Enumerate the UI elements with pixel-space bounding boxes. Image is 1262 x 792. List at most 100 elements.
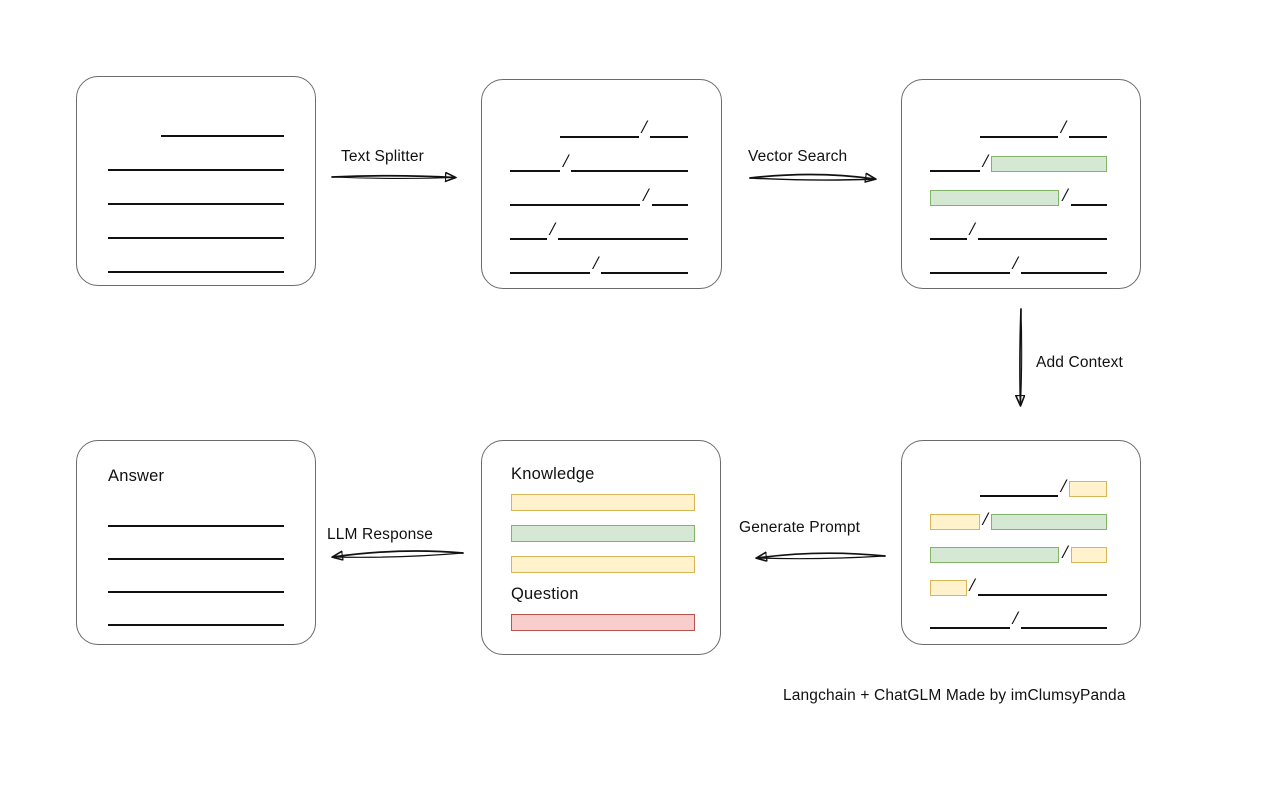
line-indent [108,129,161,130]
text-rule-segment [651,204,689,206]
node-matched-chunks[interactable]: / / / / / [901,79,1141,289]
text-rule-segment [108,203,284,205]
chunk-separator-slash: / [982,509,989,530]
text-line-row: / [510,117,693,140]
chunk-separator-slash: / [1012,253,1018,274]
highlighted-chunk-green [991,156,1108,172]
arrow-label-generate-prompt: Generate Prompt [739,519,861,536]
text-line-row: / [510,219,693,242]
text-line-row: / [930,509,1112,532]
text-rule-segment [108,558,284,560]
text-rule-segment [510,238,547,240]
arrow-label-vector-search: Vector Search [748,148,848,165]
text-rule-segment [930,238,967,240]
text-line-row: / [930,117,1112,140]
text-rule-segment [510,204,641,206]
text-rule-segment [571,170,689,172]
highlighted-chunk-green [930,190,1060,206]
prompt-knowledge-bar-3 [511,556,695,573]
text-rule-segment [560,136,639,138]
text-rule-segment [979,495,1058,497]
chunk-separator-slash: / [563,151,569,172]
text-rule-segment [977,594,1108,596]
chunk-separator-slash: / [969,219,975,240]
highlighted-chunk-green [991,514,1108,530]
arrow-llm-response [333,550,464,557]
text-rule-segment [558,238,689,240]
text-line-row: / [930,608,1112,631]
chunk-separator-slash: / [593,253,599,274]
node-answer[interactable]: Answer [76,440,316,645]
text-rule-segment [108,271,284,273]
text-line-row [108,119,284,139]
split-chunks-lines: / / / / / [482,80,721,288]
node-source-document[interactable] [76,76,316,286]
text-line-row: / [930,219,1112,242]
text-rule-segment [930,170,980,172]
chunk-separator-slash: / [549,219,556,240]
text-line-row: / [510,185,693,208]
chunk-separator-slash: / [1060,117,1067,138]
text-rule-segment [510,272,591,274]
text-line-row: / [930,476,1112,499]
prompt-knowledge-bar-1 [511,494,695,511]
prompt-knowledge-label: Knowledge [511,465,595,483]
text-rule-segment [930,272,1010,274]
chunk-separator-slash: / [1062,542,1068,563]
text-line-row [108,509,284,529]
text-line-row: / [930,575,1112,598]
context-chunks-lines: / / / / / [902,441,1140,644]
chunk-separator-slash: / [1062,185,1068,206]
text-rule-segment [108,237,284,239]
text-rule-segment [930,627,1010,629]
line-indent [930,130,980,131]
chunk-separator-slash: / [1060,476,1067,497]
arrow-text-splitter [331,176,455,179]
chunk-separator-slash: / [1012,608,1018,629]
text-rule-segment [601,272,689,274]
text-rule-segment [108,624,284,626]
source-document-lines [77,77,315,285]
text-line-row [108,221,284,241]
prompt-question-bar-1 [511,614,695,631]
text-line-row: / [510,151,693,174]
text-rule-segment [1069,136,1108,138]
highlighted-chunk-yellow [930,580,967,596]
arrow-vector-search [749,174,875,180]
text-rule-segment [510,170,561,172]
highlighted-chunk-yellow [930,514,980,530]
text-line-row: / [930,253,1112,276]
chunk-separator-slash: / [641,117,647,138]
chunk-separator-slash: / [969,575,975,596]
prompt-knowledge-bar-2 [511,525,695,542]
highlighted-chunk-green [930,547,1060,563]
node-context-chunks[interactable]: / / / / / [901,440,1141,645]
chunk-separator-slash: / [643,185,649,206]
text-rule-segment [108,169,284,171]
text-line-row [108,153,284,173]
text-line-row: / [930,152,1112,174]
text-rule-segment [1020,627,1108,629]
text-rule-segment [160,135,284,137]
text-line-row [108,542,284,562]
text-rule-segment [1070,204,1108,206]
text-line-row [108,187,284,207]
text-rule-segment [977,238,1108,240]
text-line-row [108,575,284,595]
answer-lines [77,441,315,644]
text-line-row: / [930,542,1112,565]
line-indent [930,489,980,490]
highlighted-chunk-yellow [1070,547,1108,563]
node-split-chunks[interactable]: / / / / / [481,79,722,289]
arrow-label-add-context: Add Context [1036,354,1123,371]
text-rule-segment [649,136,689,138]
text-rule-segment [1020,272,1108,274]
arrow-label-text-splitter: Text Splitter [341,148,424,165]
arrow-add-context [1020,308,1022,405]
text-rule-segment [979,136,1058,138]
text-line-row [108,608,284,628]
text-line-row: / [930,185,1112,208]
highlighted-chunk-yellow [1069,481,1108,497]
node-prompt[interactable]: Knowledge Question [481,440,721,655]
